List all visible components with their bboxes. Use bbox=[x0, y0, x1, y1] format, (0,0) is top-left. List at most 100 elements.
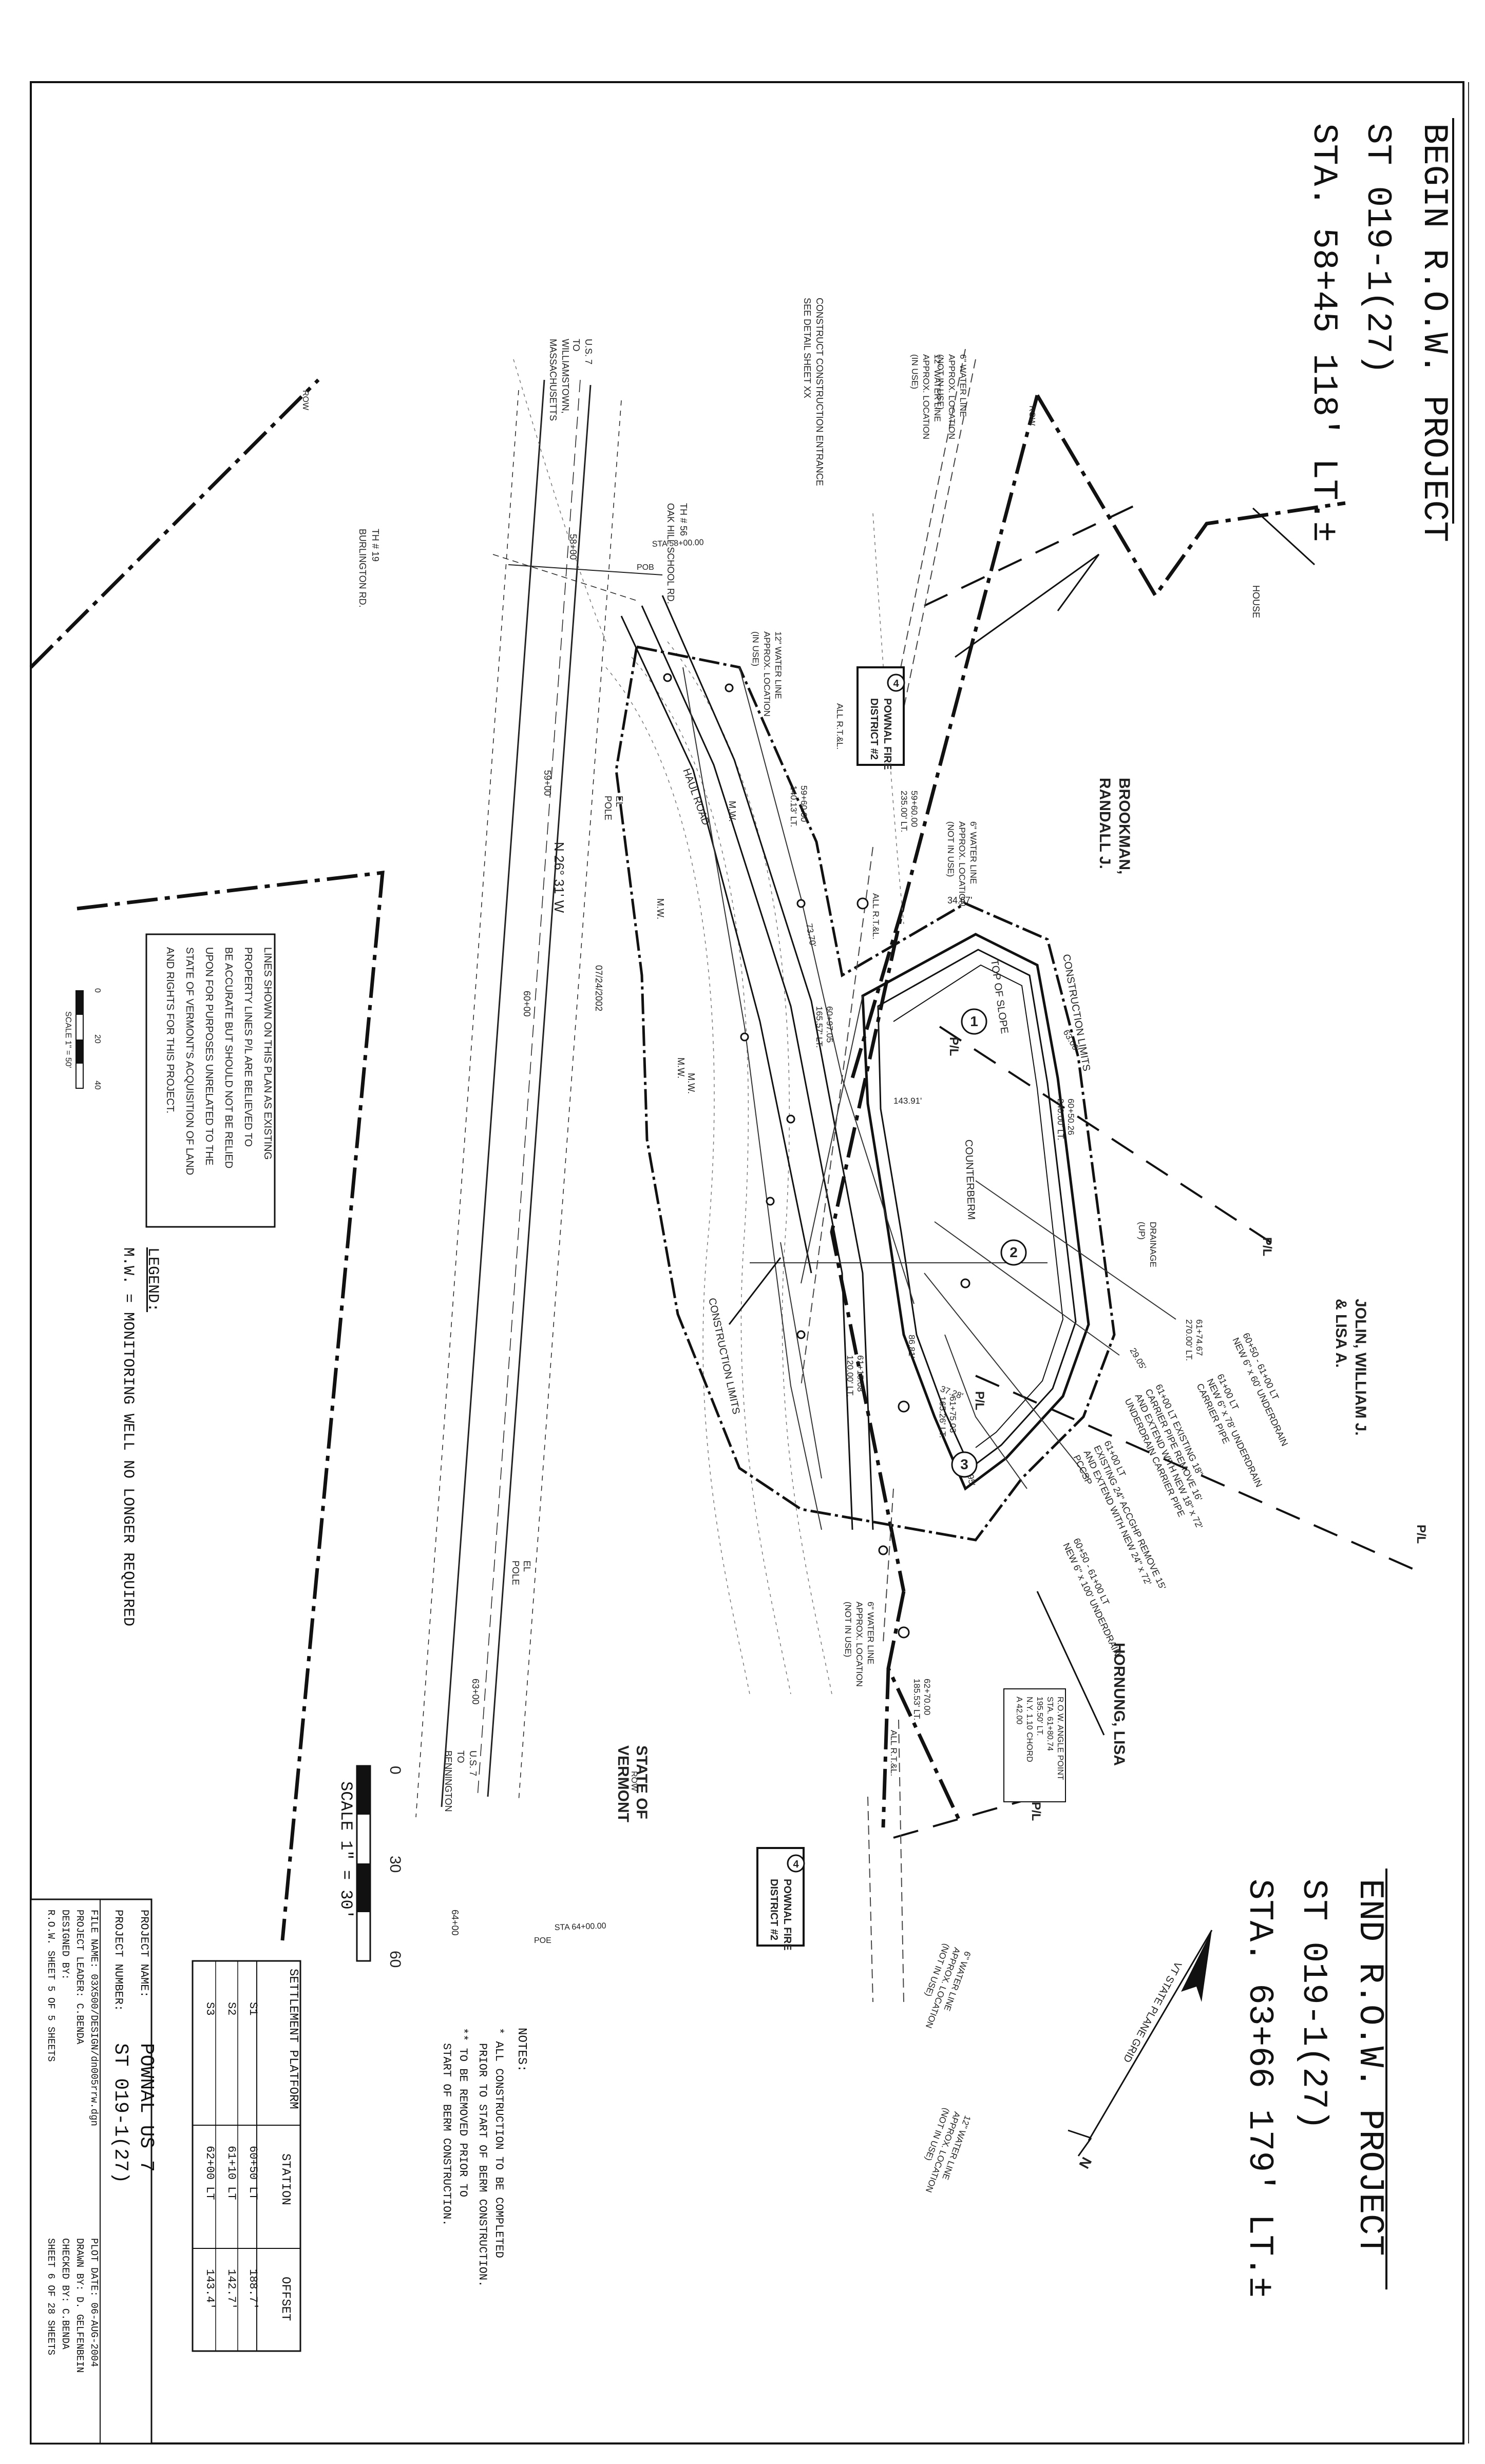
label-pl-3: P/L bbox=[1414, 1525, 1428, 1544]
svg-text:(IN USE): (IN USE) bbox=[910, 354, 920, 389]
callout-angle-point: R.O.W. ANGLE POINT STA. 61+80.74 195.50'… bbox=[1015, 1697, 1064, 1780]
label-top-of-slope: TOP OF SLOPE bbox=[988, 959, 1010, 1035]
svg-text:165.57' LT.: 165.57' LT. bbox=[814, 1006, 824, 1048]
notice-box bbox=[145, 933, 276, 1228]
owner-hornung: HORNUNG, LISA bbox=[1111, 1643, 1128, 1766]
designed-by: DESIGNED BY: bbox=[60, 1910, 71, 1980]
svg-text:(NOT IN USE): (NOT IN USE) bbox=[843, 1602, 853, 1657]
svg-text:12" WATER LINE: 12" WATER LINE bbox=[773, 631, 783, 699]
svg-text:DISTRICT #2: DISTRICT #2 bbox=[868, 698, 880, 760]
label-mw-3: M.W. bbox=[676, 1057, 686, 1079]
table-row: S3 62+00 LT 143.4' bbox=[203, 2002, 216, 2309]
sheet-total: SHEET 6 OF 28 SHEETS bbox=[45, 2238, 56, 2355]
svg-text:POWNAL FIRE: POWNAL FIRE bbox=[782, 1879, 793, 1951]
svg-text:(NOT IN USE): (NOT IN USE) bbox=[946, 821, 956, 877]
label-th19: TH # 19 bbox=[370, 529, 380, 562]
station-58-full: STA 58+00.00 bbox=[652, 538, 704, 549]
label-pl-4: P/L bbox=[973, 1391, 986, 1410]
svg-text:PROPERTY LINES P/L ARE BELIEVE: PROPERTY LINES P/L ARE BELIEVED TO bbox=[242, 947, 254, 1147]
svg-text:DRAINAGE: DRAINAGE bbox=[1148, 1222, 1158, 1267]
roadway bbox=[415, 379, 663, 1818]
svg-text:6" WATER LINE: 6" WATER LINE bbox=[958, 354, 968, 417]
label-burlington: BURLINGTON RD. bbox=[357, 529, 368, 608]
survey-points bbox=[663, 673, 970, 1639]
dim-61-75: 61+75.03 165.26' LT. bbox=[938, 1396, 958, 1438]
station-58: 58+00 bbox=[568, 534, 578, 560]
station-pob: POB bbox=[637, 563, 654, 572]
svg-text:60+50 LT: 60+50 LT bbox=[246, 2146, 259, 2200]
label-all-rights-1: ALL R.T.&L. bbox=[835, 703, 845, 749]
water-lines bbox=[801, 349, 976, 2003]
svg-text:0: 0 bbox=[387, 1766, 404, 1775]
begin-line2: ST 019-1(27) bbox=[1358, 123, 1397, 375]
svg-text:BROOKMAN,: BROOKMAN, bbox=[1116, 778, 1133, 874]
svg-text:12" WATER LINE: 12" WATER LINE bbox=[932, 354, 942, 422]
svg-text:(UP): (UP) bbox=[1137, 1222, 1147, 1240]
label-water-12-top: 12" WATER LINE APPROX. LOCATION (IN USE) bbox=[910, 354, 942, 439]
label-drainage: DRAINAGE (UP) bbox=[1137, 1222, 1158, 1267]
svg-text:NEW 6" x 100' UNDERDRAIN: NEW 6" x 100' UNDERDRAIN bbox=[1061, 1542, 1122, 1658]
project-info-block: PROJECT NAME: POWNAL US 7 PROJECT NUMBER… bbox=[30, 1898, 157, 2444]
table-header-offset: OFFSET bbox=[278, 2277, 292, 2321]
dim-59-60-b: 59+60.00 235.00' LT. bbox=[899, 791, 919, 832]
svg-text:APPROX. LOCATION: APPROX. LOCATION bbox=[957, 821, 967, 907]
label-water-6-mid: 6" WATER LINE APPROX. LOCATION (NOT IN U… bbox=[946, 821, 978, 907]
svg-text:59+60.00: 59+60.00 bbox=[799, 785, 809, 822]
project-number-label: PROJECT NUMBER: bbox=[112, 1910, 125, 2011]
svg-text:61+15.08: 61+15.08 bbox=[855, 1355, 865, 1392]
svg-text:APPROX. LOCATION: APPROX. LOCATION bbox=[762, 631, 772, 717]
dim-143-91: 143.91' bbox=[893, 1096, 922, 1106]
dim-29-05: 29.05' bbox=[1128, 1346, 1148, 1372]
label-mw-2: M.W. bbox=[655, 898, 665, 919]
owner-jolin: JOLIN, WILLIAM J. & LISA A. bbox=[1332, 1299, 1369, 1436]
north-arrow: VT STATE PLANE GRID N bbox=[1068, 1930, 1213, 2171]
svg-text:1: 1 bbox=[970, 1013, 978, 1029]
svg-text:SCALE 1" = 30': SCALE 1" = 30' bbox=[336, 1781, 355, 1919]
table-header-station: STATION bbox=[278, 2153, 292, 2205]
svg-text:4: 4 bbox=[893, 678, 899, 689]
pownal-fire-box-2: 4 POWNAL FIRE DISTRICT #2 bbox=[756, 1847, 805, 1951]
svg-text:POLE: POLE bbox=[603, 796, 613, 820]
sheet-border bbox=[30, 81, 1464, 2444]
svg-text:(NOT IN USE): (NOT IN USE) bbox=[936, 354, 945, 410]
svg-text:STATE OF VERMONT'S ACQUISITION: STATE OF VERMONT'S ACQUISITION OF LAND bbox=[184, 947, 195, 1175]
svg-text:62+70.00: 62+70.00 bbox=[922, 1679, 932, 1715]
svg-text:185.53' LT.: 185.53' LT. bbox=[912, 1679, 922, 1720]
svg-text:60+97.05: 60+97.05 bbox=[825, 1006, 834, 1043]
svg-text:142.7': 142.7' bbox=[225, 2269, 238, 2309]
vt-state-plane-grid: VT STATE PLANE GRID bbox=[1121, 1960, 1184, 2065]
label-construction-entrance: CONSTRUCT CONSTRUCTION ENTRANCE SEE DETA… bbox=[802, 298, 825, 486]
svg-text:195.50' LT.: 195.50' LT. bbox=[1035, 1697, 1044, 1736]
end-line2: ST 019-1(27) bbox=[1293, 1879, 1333, 2130]
label-mw-1: M.W. bbox=[727, 801, 737, 822]
svg-text:2: 2 bbox=[1010, 1244, 1018, 1260]
counterberm-outline bbox=[861, 933, 1090, 1491]
svg-text:DISTRICT #2: DISTRICT #2 bbox=[768, 1879, 779, 1940]
label-us7-north: U.S. 7 TO bbox=[571, 339, 594, 364]
label-all-rights-2: ALL R.T.&L. bbox=[871, 893, 881, 939]
svg-text:20: 20 bbox=[93, 1034, 102, 1044]
svg-text:140.13' LT.: 140.13' LT. bbox=[789, 785, 798, 827]
label-counterberm: COUNTERBERM bbox=[963, 1139, 977, 1220]
owner-brookman: BROOKMAN, RANDALL J. bbox=[1096, 778, 1133, 874]
label-el-pole-1: EL POLE bbox=[603, 796, 624, 820]
svg-text:SEE DETAIL SHEET XX: SEE DETAIL SHEET XX bbox=[802, 298, 812, 398]
svg-text:SCALE 1" = 50': SCALE 1" = 50' bbox=[64, 1011, 72, 1068]
pownal-fire-box-1: 4 POWNAL FIRE DISTRICT #2 bbox=[856, 666, 905, 770]
svg-text:WILLIAMSTOWN,: WILLIAMSTOWN, bbox=[560, 339, 570, 414]
label-th56: TH # 56 bbox=[678, 503, 689, 536]
label-mw-4: M.W. bbox=[686, 1073, 696, 1094]
begin-row-title: BEGIN R.O.W. PROJECT ST 019-1(27) STA. 5… bbox=[1304, 118, 1454, 542]
settlement-table: SETTLEMENT PLATFORM STATION OFFSET S1 60… bbox=[192, 1960, 301, 2352]
label-row-left: ROW bbox=[301, 390, 310, 411]
svg-text:STATE OF: STATE OF bbox=[633, 1745, 650, 1819]
label-us7-south: U.S. 7 TO BENNINGTON bbox=[443, 1750, 478, 1812]
circled-number-1: 1 bbox=[961, 1008, 987, 1035]
svg-text:APPROX. LOCATION: APPROX. LOCATION bbox=[947, 354, 957, 439]
begin-line3: STA. 58+45 118' LT.± bbox=[1304, 123, 1343, 542]
svg-text:APPROX. LOCATION: APPROX. LOCATION bbox=[921, 354, 931, 439]
station-poe: POE bbox=[534, 1936, 551, 1945]
scale-bar-large: 0 30 60 SCALE 1" = 30' bbox=[336, 1765, 404, 1968]
station-63: 63+00 bbox=[470, 1679, 481, 1705]
label-bearing: N 26° 31' W bbox=[551, 842, 567, 913]
